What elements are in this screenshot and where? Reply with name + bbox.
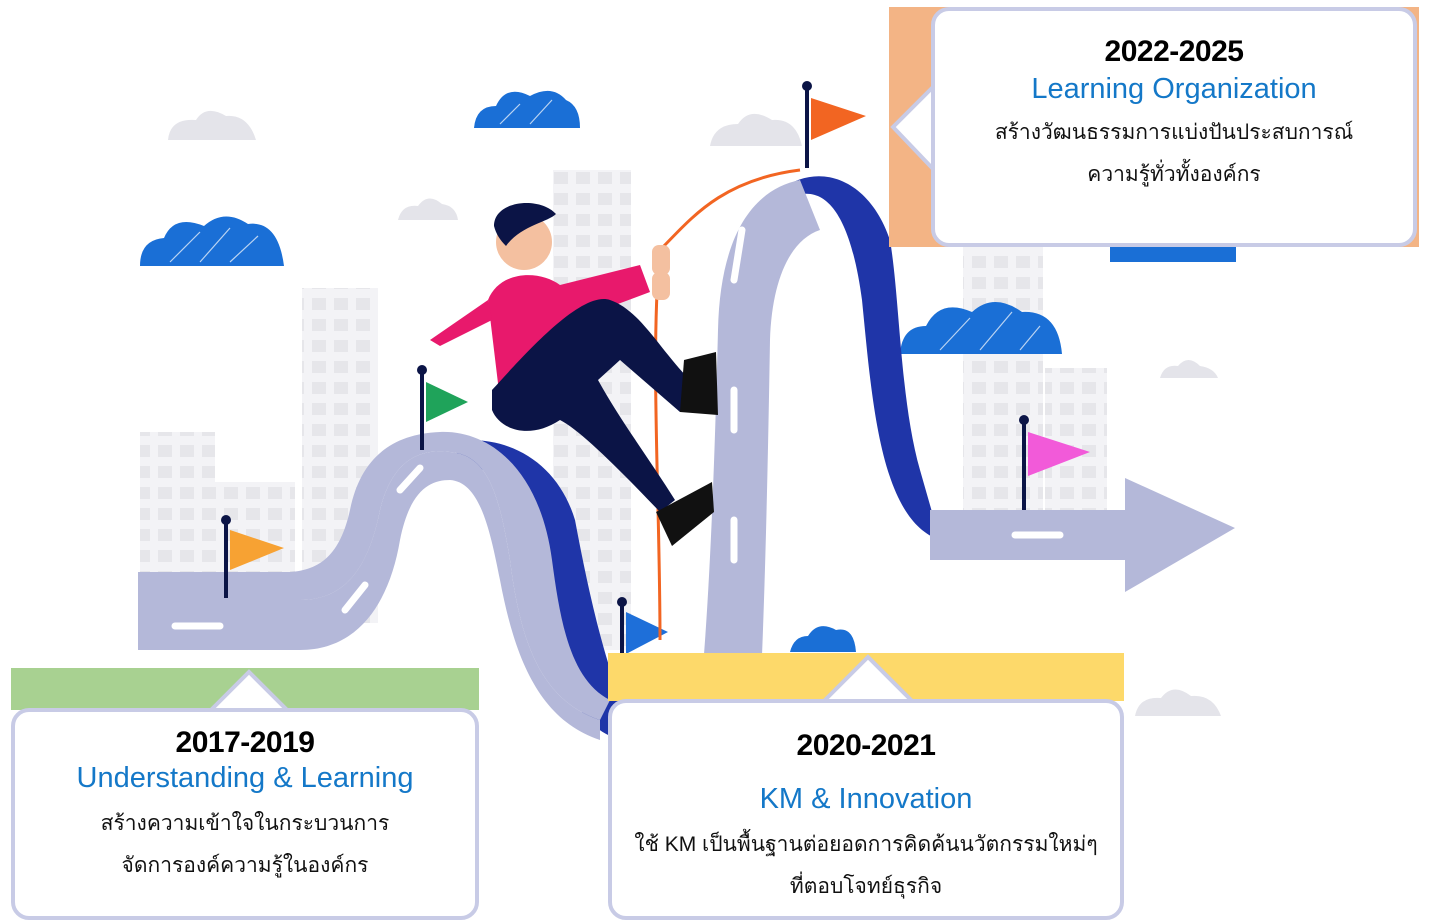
milestone-desc-line-2: ที่ตอบโจทย์ธุรกิจ <box>789 875 943 898</box>
milestone-year: 2020-2021 <box>796 729 936 762</box>
orange-flag <box>221 515 284 598</box>
callout-pointer <box>820 654 916 705</box>
milestone-card-2022-2025: 2022-2025 Learning Organization สร้างวัฒ… <box>889 7 1419 247</box>
card-body: 2017-2019 Understanding & Learning สร้าง… <box>11 708 479 920</box>
milestone-phase: Understanding & Learning <box>76 762 414 794</box>
milestone-year: 2017-2019 <box>175 726 315 759</box>
milestone-year: 2022-2025 <box>1104 35 1244 68</box>
card-body: 2022-2025 Learning Organization สร้างวัฒ… <box>931 7 1417 247</box>
milestone-phase: Learning Organization <box>1031 73 1317 105</box>
milestone-desc-line-2: จัดการองค์ความรู้ในองค์กร <box>121 854 369 877</box>
blue-clouds <box>140 90 1236 652</box>
green-flag <box>417 365 468 450</box>
milestone-desc-line-1: สร้างวัฒนธรรมการแบ่งปันประสบการณ์ <box>994 121 1354 144</box>
milestone-card-2020-2021: 2020-2021 KM & Innovation ใช้ KM เป็นพื้… <box>608 653 1124 920</box>
winding-road <box>138 176 1235 740</box>
milestone-flags <box>221 81 1090 672</box>
milestone-desc-line-1: ใช้ KM เป็นพื้นฐานต่อยอดการคิดค้นนวัตกรร… <box>634 833 1098 856</box>
milestone-card-2017-2019: 2017-2019 Understanding & Learning สร้าง… <box>11 668 479 920</box>
milestone-desc-line-1: สร้างความเข้าใจในกระบวนการ <box>100 812 390 835</box>
red-flag <box>802 81 866 168</box>
callout-pointer <box>890 85 937 175</box>
pink-flag <box>1019 415 1090 510</box>
grey-clouds <box>168 110 1221 716</box>
card-body: 2020-2021 KM & Innovation ใช้ KM เป็นพื้… <box>608 699 1124 920</box>
milestone-desc-line-2: ความรู้ทั่วทั้งองค์กร <box>1087 163 1261 186</box>
climber-figure <box>430 202 718 546</box>
milestone-phase: KM & Innovation <box>759 783 973 815</box>
